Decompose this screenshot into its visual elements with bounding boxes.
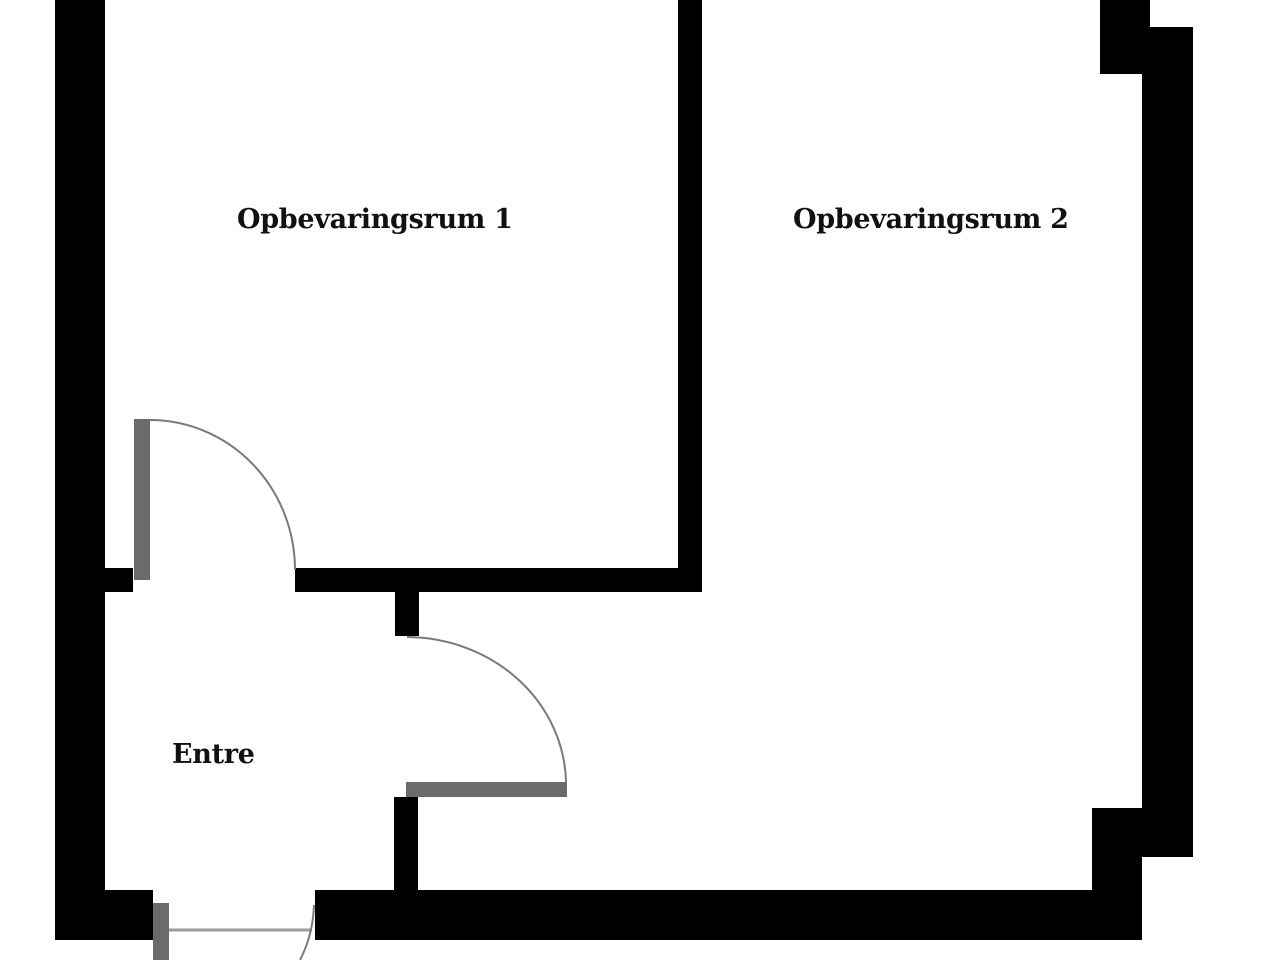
door-leaf-storage-2[interactable] <box>406 782 567 797</box>
door-swing-storage-1 <box>149 419 296 571</box>
room-label-entrance: Entre <box>172 739 255 770</box>
door-swing-storage-2 <box>406 636 567 783</box>
wall-divider-vertical <box>678 0 702 592</box>
wall-divider-horizontal <box>295 568 702 592</box>
door-leaf-entry[interactable] <box>153 903 169 960</box>
wall-entrance-partition <box>394 797 418 897</box>
wall-right-bottom-step-2 <box>1142 808 1193 857</box>
wall-right <box>1142 27 1193 857</box>
wall-bottom <box>315 890 1142 940</box>
wall-bottom-left <box>55 890 153 940</box>
wall-left <box>55 0 105 940</box>
wall-right-bottom-step <box>1092 808 1142 940</box>
room-label-storage-1: Opbevaringsrum 1 <box>237 204 513 235</box>
wall-entrance-stub-top <box>395 592 419 636</box>
wall-stub-left <box>105 568 133 592</box>
wall-right-top-notch <box>1100 0 1150 74</box>
room-label-storage-2: Opbevaringsrum 2 <box>793 204 1069 235</box>
door-swing-entry <box>299 904 315 960</box>
door-leaf-storage-1[interactable] <box>134 419 150 580</box>
